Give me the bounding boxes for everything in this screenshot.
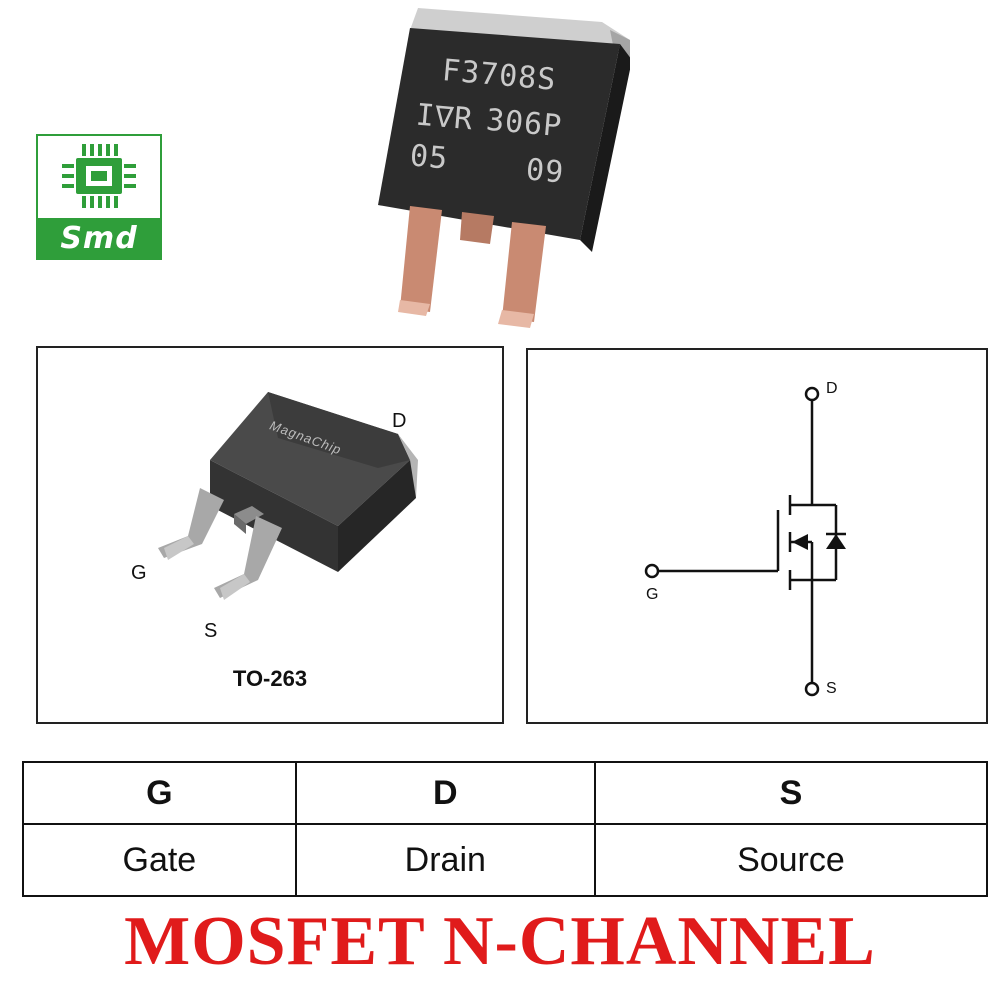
chip-marking-brand: I∇R <box>414 97 475 138</box>
pin-table-header-row: G D S <box>22 761 989 825</box>
package-label-d: D <box>392 410 407 432</box>
smd-logo: Smd <box>36 134 162 260</box>
package-panel: MagnaChip D G S TO-263 <box>36 346 504 724</box>
pin-table-name-row: Gate Drain Source <box>22 823 989 897</box>
pin-header-drain: D <box>294 761 596 825</box>
package-name: TO-263 <box>232 666 308 691</box>
pin-name-source: Source <box>593 823 989 897</box>
package-label-s: S <box>204 620 218 642</box>
n-channel-mosfet-symbol <box>644 386 846 697</box>
footer-title: MOSFET N-CHANNEL <box>124 903 876 980</box>
smd-logo-band: Smd <box>38 218 160 258</box>
pin-header-gate: G <box>22 761 297 825</box>
smd-logo-text: Smd <box>60 220 138 256</box>
pin-table: G D S Gate Drain Source <box>22 761 989 897</box>
chip-icon <box>62 144 136 208</box>
symbol-label-g: G <box>646 586 659 603</box>
chip-marking-date-left: 05 <box>408 138 450 177</box>
pin-name-drain: Drain <box>294 823 596 897</box>
pin-name-gate: Gate <box>22 823 297 897</box>
symbol-label-s: S <box>826 680 837 697</box>
pin-header-source: S <box>593 761 989 825</box>
chip-photo: F3708S I∇R 306P 05 09 <box>370 0 630 330</box>
symbol-label-d: D <box>826 380 838 397</box>
mosfet-symbol-panel: D G S <box>526 348 988 724</box>
package-label-g: G <box>131 562 147 584</box>
chip-body-illustration <box>378 8 630 328</box>
to263-package-illustration <box>158 392 418 600</box>
chip-marking-code: 306P <box>484 102 564 145</box>
chip-marking-date-right: 09 <box>524 152 566 191</box>
